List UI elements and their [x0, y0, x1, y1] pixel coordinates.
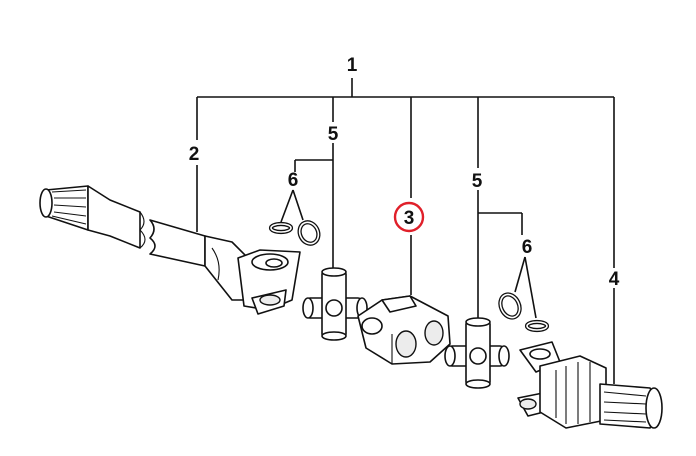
callout-5-left: 5 [328, 124, 339, 145]
callout-3: 3 [404, 208, 415, 229]
callout-5-right: 5 [472, 171, 483, 192]
universal-joint-cross-right [444, 317, 510, 389]
stub-shaft [517, 341, 663, 429]
snap-rings-right [498, 292, 550, 333]
axle-shaft [39, 185, 249, 301]
center-double-yoke [357, 295, 451, 365]
universal-joint-cross-left [302, 267, 368, 341]
callout-3-highlight-circle [393, 201, 425, 233]
snap-rings-left [268, 220, 321, 246]
callout-6-left: 6 [288, 170, 299, 191]
leader-lines [196, 78, 615, 384]
callout-6-right: 6 [522, 237, 533, 258]
shaft-yoke [237, 249, 301, 315]
callout-1: 1 [347, 55, 358, 76]
callout-4: 4 [609, 269, 620, 290]
callout-2: 2 [189, 144, 200, 165]
